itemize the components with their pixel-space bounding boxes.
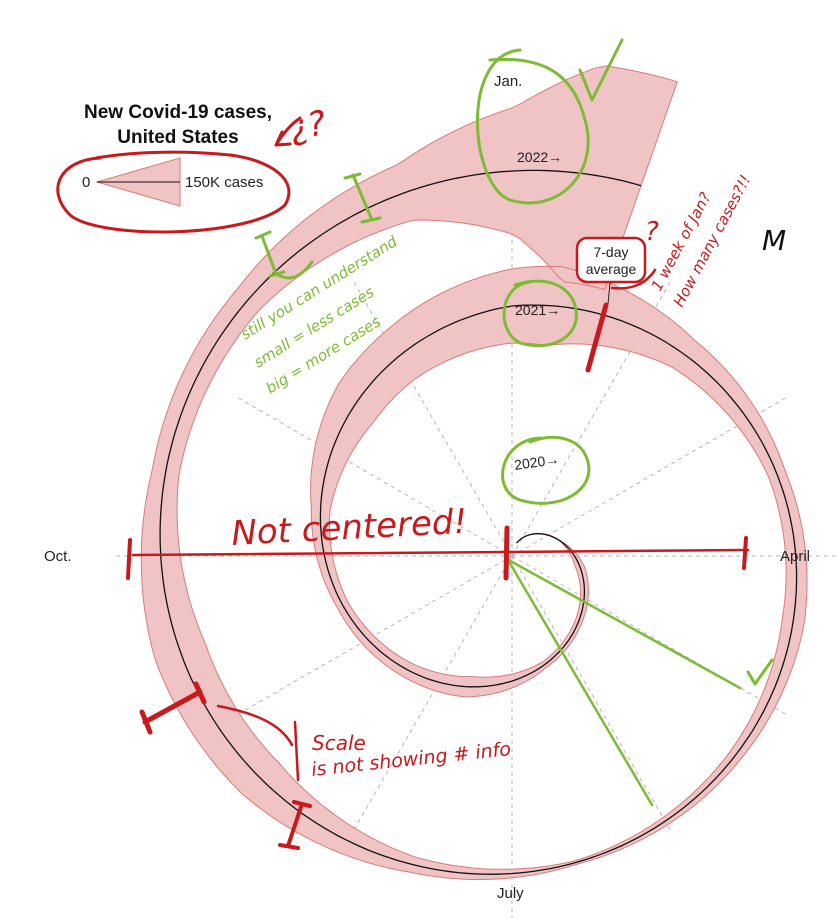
spiral-grid — [112, 156, 838, 918]
legend-circle-mark — [56, 150, 291, 234]
diameter-tick-left — [126, 538, 132, 580]
month-label-left: Oct. — [44, 548, 72, 565]
diameter-line-mark — [131, 548, 750, 557]
week-comment-pointer — [610, 268, 657, 290]
average-label-line1: 7-day — [593, 244, 628, 260]
chart-title: New Covid-19 cases, — [84, 102, 272, 123]
annotation-overlay — [56, 38, 774, 850]
grid-spoke — [511, 555, 673, 834]
month-label-bottom: July — [497, 885, 524, 902]
check-mark-right — [746, 658, 774, 686]
band-width-tick-bottom — [278, 800, 312, 850]
width-mark-1 — [343, 172, 382, 224]
center-line-mark-1 — [503, 556, 742, 690]
small-question-note: ? — [645, 217, 659, 247]
grid-spoke — [234, 555, 513, 717]
legend-zero-label: 0 — [82, 174, 90, 191]
grid-spoke — [351, 278, 513, 557]
year-label-2020: 2020→ — [513, 451, 560, 473]
grid-spoke — [511, 555, 790, 717]
width-brace-mark — [274, 260, 314, 280]
check-mark-top — [578, 38, 624, 102]
chart-subtitle: United States — [117, 127, 238, 148]
year-2020-circle-mark — [501, 435, 591, 505]
initial-note: M — [762, 224, 786, 257]
grid-spoke — [351, 555, 513, 834]
average-callout-box — [575, 236, 647, 284]
grid-spoke — [234, 395, 513, 557]
not-centered-note: Not centered! — [230, 502, 468, 554]
title-arrow-mark — [274, 116, 302, 147]
question-mark-note: ¿? — [287, 103, 329, 149]
legend-max-label: 150K cases — [185, 174, 263, 191]
month-label-right: April — [780, 548, 810, 565]
diameter-tick-center — [503, 525, 510, 581]
jan-circle-mark — [476, 48, 590, 205]
month-label-top: Jan. — [494, 73, 522, 90]
year-label-2022: 2022→ — [517, 149, 562, 165]
average-callout-pointer — [607, 282, 611, 305]
year-label-2021: 2021→ — [515, 302, 560, 318]
scale-note-line1: Scale — [312, 731, 366, 755]
series-line-7-day-average — [159, 169, 798, 875]
band-width-tick-7day — [585, 302, 609, 373]
scale-bracket-mark — [293, 720, 300, 782]
size-legend: 0 150K cases — [82, 157, 263, 207]
average-callout: 7-day average — [575, 236, 647, 305]
band-width-tick-lower — [139, 681, 207, 735]
scale-pointer-mark — [216, 704, 294, 747]
average-label-line2: average — [586, 261, 637, 277]
diameter-tick-right — [742, 536, 748, 570]
year-2021-circle-mark — [502, 279, 578, 348]
center-line-mark-2 — [506, 558, 654, 807]
